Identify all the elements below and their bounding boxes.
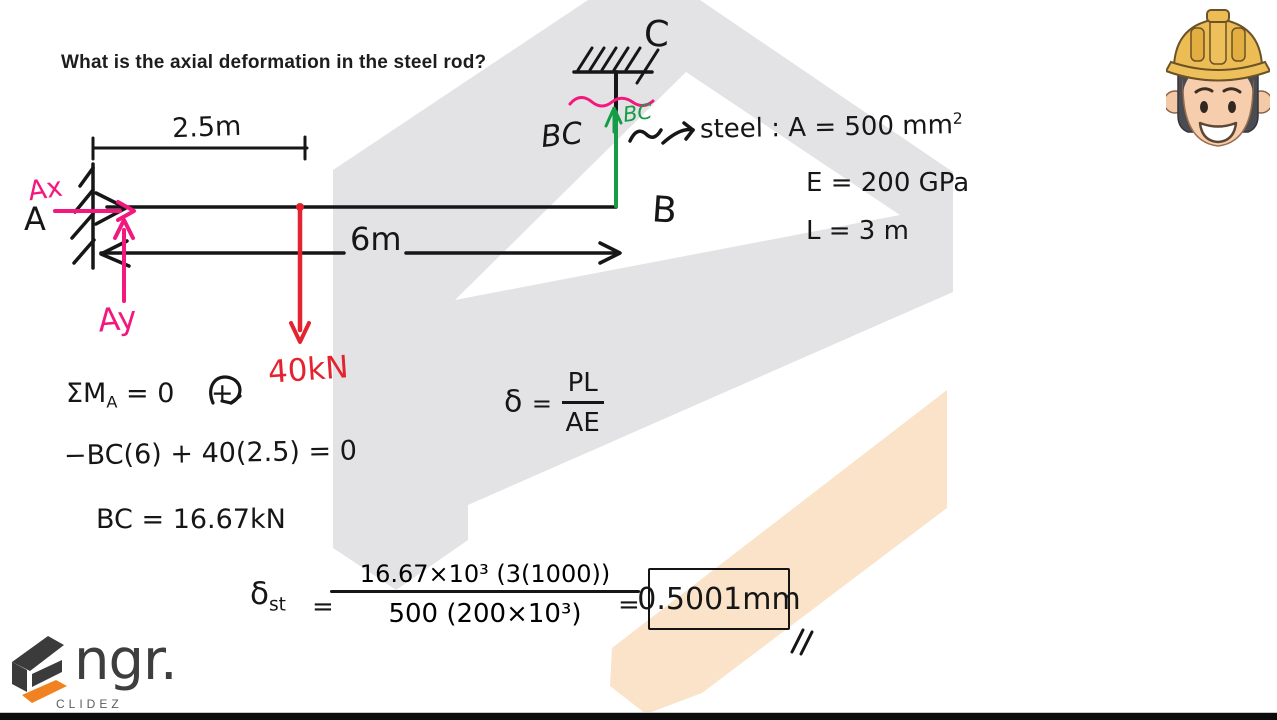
final-delta-subscript: st <box>268 594 286 616</box>
question-text: What is the axial deformation in the ste… <box>61 52 487 73</box>
answer-value: 0.5001mm <box>637 581 801 617</box>
load-40kn-label: 40kN <box>266 349 350 391</box>
node-c-label: C <box>642 13 671 56</box>
member-force-bc-label: BC <box>621 99 654 127</box>
answer-box: 0.5001mm <box>637 568 801 630</box>
bottom-bar <box>0 712 1277 720</box>
moment-direction-arrow <box>209 375 242 405</box>
final-equals-1: = <box>312 592 334 622</box>
final-equals-2: = <box>618 590 640 620</box>
node-a-label: A <box>24 200 46 238</box>
load-arrow-40kn <box>289 203 311 344</box>
double-tick-icon <box>790 628 814 656</box>
final-delta: δst <box>250 576 286 616</box>
watermark-orange-shape <box>610 390 947 714</box>
moment-rhs: = 0 <box>126 378 175 409</box>
fraction-bar <box>330 590 640 593</box>
logo-wordmark: ngr. <box>74 628 178 693</box>
area-exponent: 2 <box>952 109 963 128</box>
member-bc-label: BC <box>539 115 585 156</box>
moment-subscript: A <box>106 392 118 412</box>
formula-equals: = <box>531 389 553 418</box>
member-force-result: BC = 16.67kN <box>96 504 286 535</box>
dimension-line-6m <box>99 239 622 268</box>
material-note: steel : A = 500 mm2 <box>700 110 963 145</box>
final-fraction: 16.67×10³ (3(1000)) 500 (200×10³) <box>330 560 640 629</box>
rod-force-arrow <box>604 106 623 134</box>
modulus-note: E = 200 GPa <box>806 168 970 198</box>
dimension-line-2-5m <box>91 135 309 161</box>
moment-expansion-equation: −BC(6) + 40(2.5) = 0 <box>63 435 358 472</box>
moment-dir-sign: + <box>211 378 234 409</box>
formula-denominator: AE <box>565 408 600 438</box>
logo-subtext: CLIDEZ <box>56 697 123 711</box>
material-text: steel : A = 500 mm <box>699 110 954 145</box>
final-denominator: 500 (200×10³) <box>388 599 582 629</box>
formula-fraction: PL AE <box>561 368 604 438</box>
reaction-ay-arrow <box>113 218 135 303</box>
avatar-engineer-icon <box>1166 9 1270 147</box>
delta-symbol: δ <box>504 384 523 420</box>
watermark-gray-shape <box>333 0 953 590</box>
reaction-ay-label: Ay <box>96 298 139 340</box>
section-cut-wave <box>568 96 655 108</box>
final-numerator: 16.67×10³ (3(1000)) <box>359 560 611 588</box>
logo-e-icon <box>12 636 67 703</box>
dim-2-5m-label: 2.5m <box>171 110 242 145</box>
deformation-formula: δ = PL AE <box>504 368 604 438</box>
dim-6m-label: 6m <box>350 220 402 258</box>
squiggle-arrow-icon <box>628 121 695 145</box>
moment-equation: ΣMA = 0 + <box>66 378 234 412</box>
moment-symbol: ΣM <box>66 378 107 409</box>
support-c <box>572 46 660 85</box>
length-note: L = 3 m <box>806 216 909 246</box>
node-b-label: B <box>650 189 679 232</box>
formula-numerator: PL <box>561 368 604 404</box>
reaction-ax-arrow <box>53 200 136 222</box>
final-delta-symbol: δ <box>250 576 269 612</box>
